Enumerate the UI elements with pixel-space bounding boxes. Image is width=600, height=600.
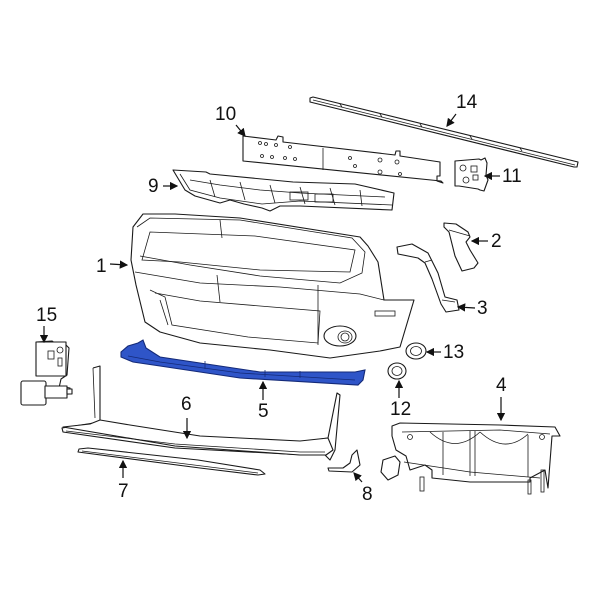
callout-12: 12: [390, 399, 412, 420]
part-10-reinforcement[interactable]: [242, 135, 444, 184]
part-11-bracket[interactable]: [454, 157, 489, 192]
callout-3: 3: [477, 298, 488, 319]
callout-8: 8: [362, 484, 373, 505]
part-9-grille-support[interactable]: [172, 169, 395, 212]
callout-7: 7: [118, 481, 129, 502]
callout-4: 4: [496, 375, 507, 396]
callout-10: 10: [215, 104, 237, 125]
part-5-air-deflector[interactable]: [120, 339, 366, 386]
leader-arrows: [39, 113, 506, 483]
callout-9: 9: [148, 176, 159, 197]
part-8-bracket[interactable]: [327, 449, 361, 473]
callout-5: 5: [258, 401, 269, 422]
callout-6: 6: [181, 394, 192, 415]
part-12-grommet[interactable]: [387, 362, 407, 380]
part-4-carrier[interactable]: [380, 422, 561, 495]
part-2-side-bracket[interactable]: [443, 222, 479, 272]
callout-1: 1: [96, 256, 107, 277]
callout-11: 11: [502, 166, 522, 187]
part-15-sensor[interactable]: [20, 340, 73, 406]
part-1-bumper-cover[interactable]: [130, 213, 415, 359]
callout-14: 14: [456, 92, 478, 113]
part-3-side-bracket[interactable]: [396, 243, 460, 313]
callout-15: 15: [36, 305, 58, 326]
callout-2: 2: [491, 231, 502, 252]
part-13-grommet[interactable]: [405, 342, 427, 360]
part-6-lower-valance[interactable]: [61, 365, 341, 461]
callout-13: 13: [443, 342, 465, 363]
part-14-strip[interactable]: [309, 96, 579, 168]
part-7-lower-strip[interactable]: [77, 447, 266, 476]
